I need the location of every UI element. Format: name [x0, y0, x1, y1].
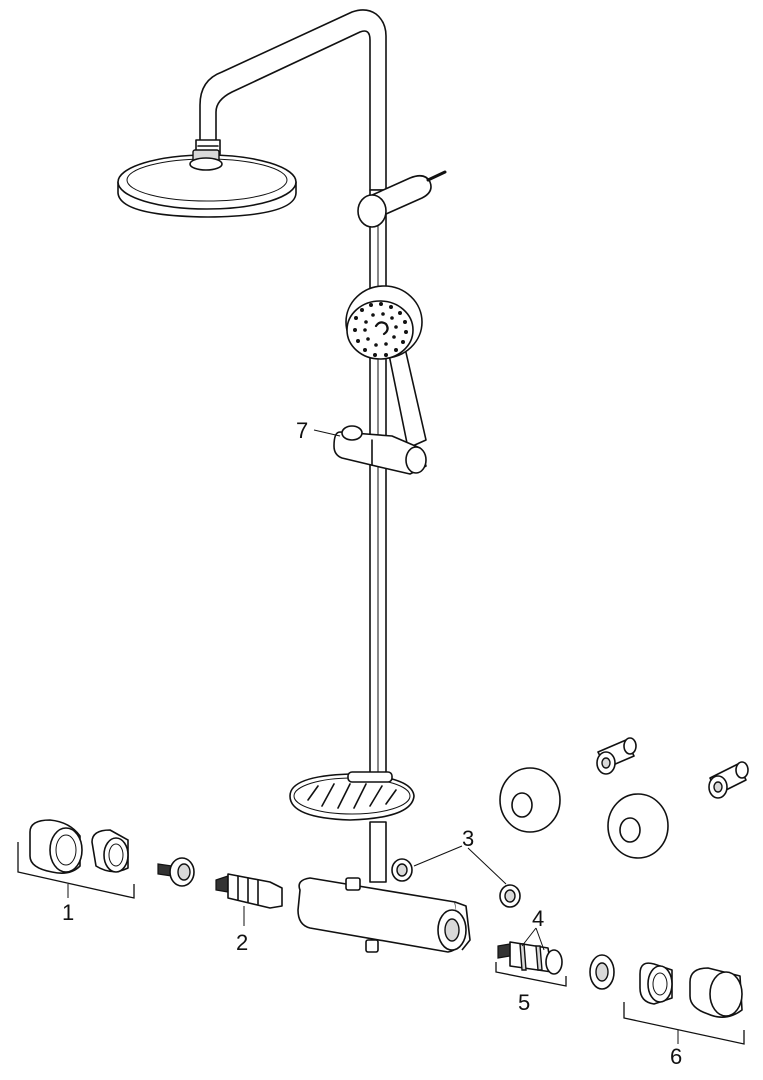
- part-4-leaders: [521, 927, 545, 951]
- callout-6: 6: [670, 1044, 682, 1069]
- part-6-retaining-nut: [589, 954, 615, 990]
- shower-rail: [369, 189, 387, 791]
- thermostatic-mixer: [297, 821, 471, 953]
- part-1-adapter-sleeve: [91, 829, 129, 873]
- part-3-leaders: [413, 845, 507, 885]
- wall-flange-left: [499, 767, 561, 833]
- callout-5: 5: [518, 990, 530, 1015]
- callout-4: 4: [532, 906, 544, 931]
- hand-shower: [345, 285, 427, 449]
- part-3-check-valve-b: [499, 884, 521, 908]
- hand-shower-holder: [333, 425, 427, 475]
- wall-bracket-top: [357, 170, 447, 228]
- s-union-left: [596, 737, 637, 775]
- part-3-check-valve-a: [391, 858, 413, 882]
- part-7-leader: [313, 429, 341, 437]
- part-6-handle-sleeve: [639, 962, 673, 1005]
- callout-1: 1: [62, 900, 74, 925]
- callout-3: 3: [462, 826, 474, 851]
- part-2-thermostatic-cartridge: [215, 873, 283, 909]
- wall-flange-right: [607, 793, 669, 859]
- part-5-flow-cartridge: [497, 941, 563, 975]
- soap-dish: [289, 771, 415, 821]
- part-1-temperature-handle: [29, 819, 83, 874]
- part-5-bracket: [495, 962, 567, 987]
- callout-7: 7: [296, 418, 308, 443]
- spray-nozzles: [353, 302, 408, 357]
- rain-shower-head: [117, 149, 297, 218]
- part-6-flow-handle: [689, 967, 743, 1018]
- cartridge-adapter: [157, 857, 195, 887]
- callout-2: 2: [236, 930, 248, 955]
- part-6-bracket: [623, 1002, 745, 1045]
- s-union-right: [708, 761, 749, 799]
- part-1-bracket: [17, 842, 135, 899]
